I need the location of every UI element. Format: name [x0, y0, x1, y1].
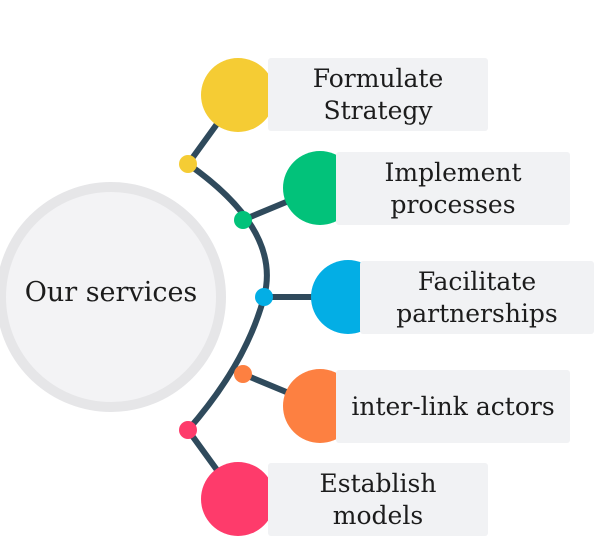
service-label-establish-models: Establish models	[319, 468, 437, 530]
service-box-implement-processes: Implement processes	[336, 152, 570, 225]
node-dot-inter-link-actors	[234, 365, 252, 383]
node-dot-facilitate-partnerships	[255, 288, 273, 306]
node-dot-establish-models	[179, 421, 197, 439]
service-label-facilitate-partnerships: Facilitate partnerships	[396, 266, 558, 328]
node-circle-establish-models	[201, 462, 275, 536]
node-dot-formulate-strategy	[179, 155, 197, 173]
service-label-formulate-strategy: Formulate Strategy	[312, 63, 444, 125]
service-label-inter-link-actors: inter-link actors	[351, 391, 555, 421]
node-dot-implement-processes	[234, 211, 252, 229]
service-label-implement-processes: Implement processes	[384, 157, 522, 219]
hub-circle	[0, 182, 226, 412]
service-box-establish-models: Establish models	[268, 463, 488, 536]
service-box-facilitate-partnerships: Facilitate partnerships	[360, 261, 594, 334]
node-circle-formulate-strategy	[201, 58, 275, 132]
hub-label: Our services	[24, 277, 198, 308]
service-box-inter-link-actors: inter-link actors	[336, 370, 570, 443]
service-box-formulate-strategy: Formulate Strategy	[268, 58, 488, 131]
